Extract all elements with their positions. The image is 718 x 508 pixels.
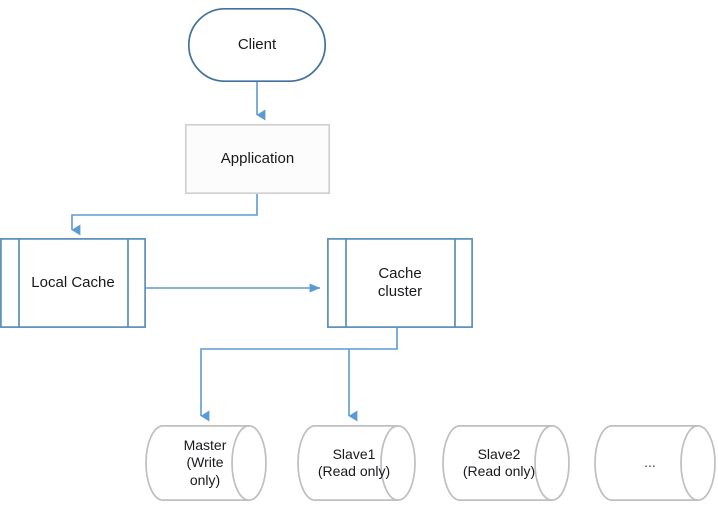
cache-cluster-node-shape[interactable] bbox=[327, 238, 473, 328]
client-node-shape[interactable] bbox=[187, 7, 327, 83]
slave2-database-node-shape[interactable] bbox=[442, 425, 570, 501]
local-cache-node-shape[interactable] bbox=[0, 238, 146, 328]
more-databases-node-shape[interactable] bbox=[594, 425, 716, 501]
slave1-database-node-shape[interactable] bbox=[297, 425, 416, 501]
master-database-node-shape[interactable] bbox=[145, 425, 267, 501]
application-node-shape[interactable] bbox=[184, 123, 331, 195]
connector-cache-cluster-to-databases bbox=[200, 327, 398, 422]
connector-application-to-local-cache bbox=[71, 194, 258, 236]
